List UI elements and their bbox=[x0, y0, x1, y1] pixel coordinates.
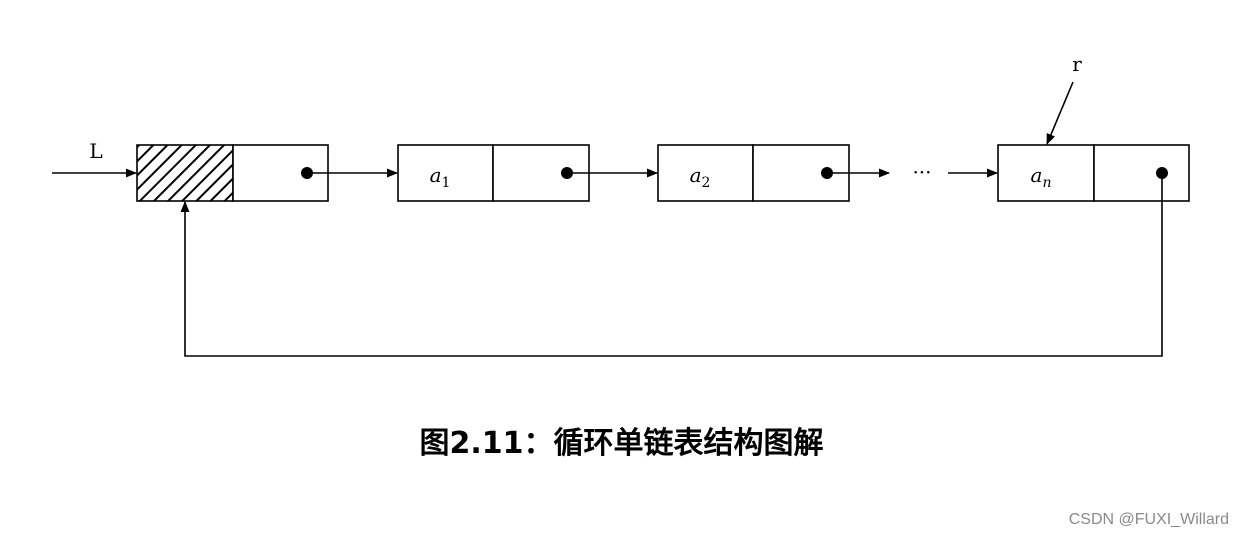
head-node-pointer-dot bbox=[301, 167, 313, 179]
node-a1: a1 bbox=[397, 144, 590, 202]
node-a2-label: a2 bbox=[690, 163, 711, 191]
head-node bbox=[136, 144, 329, 202]
node-a2: a2 bbox=[657, 144, 850, 202]
watermark: CSDN @FUXI_Willard bbox=[1068, 511, 1229, 528]
node-an-next-cell bbox=[1093, 144, 1190, 202]
node-a2-pointer-dot bbox=[821, 167, 833, 179]
node-an: an bbox=[997, 144, 1190, 202]
figure-caption: 图2.11：循环单链表结构图解 bbox=[419, 426, 824, 461]
circular-return-arrow bbox=[180, 179, 1163, 357]
node-an-label: an bbox=[1031, 163, 1052, 191]
head-node-data-cell bbox=[136, 144, 234, 202]
ellipsis: ··· bbox=[912, 160, 931, 184]
node-a1-data-cell bbox=[397, 144, 494, 202]
tail-pointer-arrow bbox=[1046, 81, 1074, 146]
node-a2-data-cell bbox=[657, 144, 754, 202]
node-an-pointer-dot bbox=[1156, 167, 1168, 179]
tail-pointer-label: r bbox=[1072, 52, 1082, 76]
head-pointer-label: L bbox=[89, 139, 102, 163]
node-a1-label: a1 bbox=[430, 163, 451, 191]
node-a1-pointer-dot bbox=[561, 167, 573, 179]
node-an-data-cell bbox=[997, 144, 1095, 202]
